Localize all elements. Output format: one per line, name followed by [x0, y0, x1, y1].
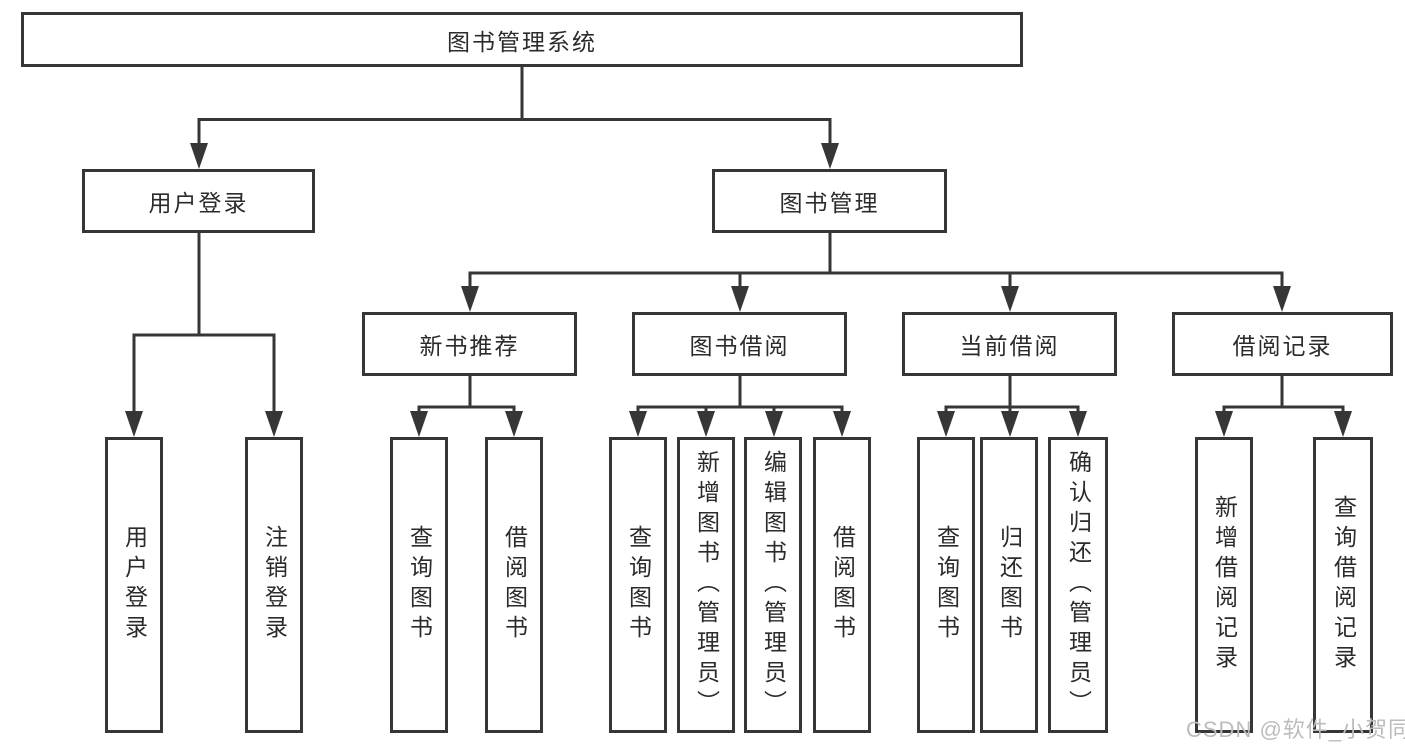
leaf-borrow-books: 借阅图书: [813, 437, 871, 733]
leaf-add-books-admin: 新增图书（管理员）: [677, 437, 735, 733]
leaf-query-books-borrow: 查询图书: [609, 437, 667, 733]
node-label: 查询图书: [406, 525, 433, 645]
node-label: 图书借阅: [689, 333, 790, 359]
node-new-book-recommendation: 新书推荐: [362, 312, 577, 376]
node-book-management: 图书管理: [712, 169, 947, 233]
node-library-management-system: 图书管理系统: [21, 12, 1023, 67]
connector-new-book-children: [410, 376, 523, 437]
node-label: 图书管理系统: [447, 28, 597, 55]
leaf-confirm-return-admin: 确认归还（管理员）: [1048, 437, 1108, 733]
connector-borrow-record-children: [1215, 376, 1352, 437]
node-label: 确认归还（管理员）: [1065, 450, 1092, 720]
connector-book-borrow-children: [629, 376, 851, 437]
node-label: 用户登录: [148, 190, 249, 216]
node-label: 当前借阅: [959, 333, 1060, 359]
leaf-query-books-recommend: 查询图书: [390, 437, 448, 733]
node-label: 新增图书（管理员）: [693, 450, 720, 720]
connector-current-borrow-children: [937, 376, 1087, 437]
leaf-user-login: 用户登录: [105, 437, 163, 733]
node-user-login: 用户登录: [82, 169, 315, 233]
leaf-borrow-books-recommend: 借阅图书: [485, 437, 543, 733]
connector-book-mgmt-children: [461, 233, 1291, 312]
connector-user-login-children: [125, 233, 283, 437]
node-label: 查询借阅记录: [1330, 495, 1357, 675]
node-label: 借阅图书: [501, 525, 528, 645]
leaf-edit-books-admin: 编辑图书（管理员）: [744, 437, 802, 733]
node-label: 新书推荐: [419, 333, 520, 359]
leaf-add-borrow-record: 新增借阅记录: [1195, 437, 1253, 733]
leaf-logout: 注销登录: [245, 437, 303, 733]
node-label: 归还图书: [996, 525, 1023, 645]
node-label: 新增借阅记录: [1211, 495, 1238, 675]
node-current-borrowing: 当前借阅: [902, 312, 1117, 376]
node-label: 用户登录: [121, 525, 148, 645]
node-label: 图书管理: [779, 190, 880, 216]
connector-root-to-level2: [190, 67, 839, 169]
node-borrowing-records: 借阅记录: [1172, 312, 1393, 376]
node-label: 借阅记录: [1232, 333, 1333, 359]
leaf-query-books-current: 查询图书: [917, 437, 975, 733]
node-label: 查询图书: [933, 525, 960, 645]
node-label: 编辑图书（管理员）: [760, 450, 787, 720]
csdn-watermark: CSDN @软件_小贺同学: [1186, 717, 1405, 742]
node-label: 查询图书: [625, 525, 652, 645]
leaf-return-books: 归还图书: [980, 437, 1038, 733]
node-label: 注销登录: [261, 525, 288, 645]
leaf-query-borrow-record: 查询借阅记录: [1313, 437, 1373, 733]
node-book-borrowing: 图书借阅: [632, 312, 847, 376]
node-label: 借阅图书: [829, 525, 856, 645]
